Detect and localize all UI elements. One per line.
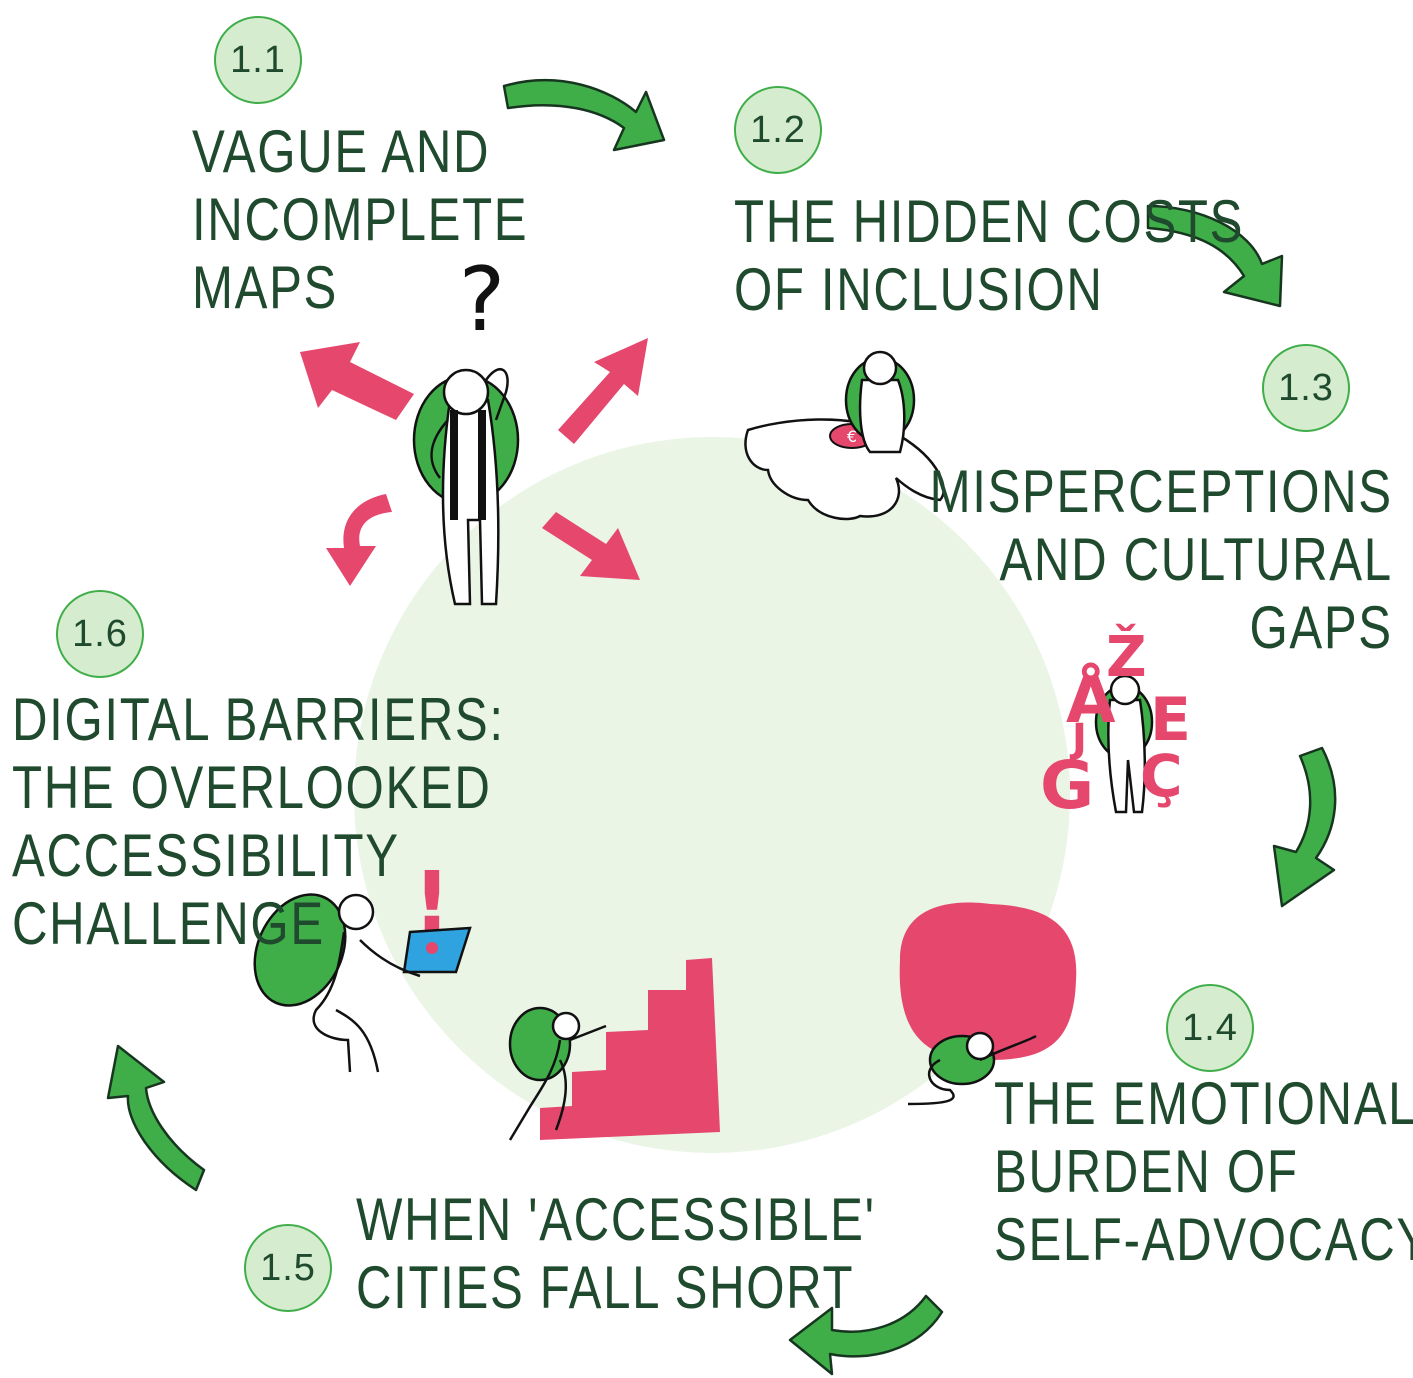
step-label-line: THE EMOTIONAL	[994, 1070, 1413, 1137]
step-label-1-5: WHEN 'ACCESSIBLE' CITIES FALL SHORT	[356, 1186, 876, 1322]
step-label-line: THE HIDDEN COSTS	[734, 188, 1245, 255]
step-label-line: INCOMPLETE	[192, 186, 529, 253]
letter-a-ring: Å	[1066, 662, 1116, 738]
step-label-1-2: THE HIDDEN COSTS OF INCLUSION	[734, 188, 1244, 324]
cycle-arrow-3-to-4	[1272, 746, 1337, 908]
laptop-user-icon: !	[253, 855, 472, 1073]
step-label-line: OF INCLUSION	[734, 256, 1104, 323]
step-label-line: AND CULTURAL	[999, 526, 1393, 593]
step-badge-1-5: 1.5	[244, 1224, 332, 1312]
letter-z-caron: Ž	[1106, 624, 1147, 690]
step-label-line: WHEN 'ACCESSIBLE'	[356, 1186, 876, 1253]
step-badge-1-4: 1.4	[1166, 984, 1254, 1072]
step-badge-1-6: 1.6	[56, 590, 144, 678]
letter-j: J	[1069, 716, 1087, 762]
step-badge-1-1: 1.1	[214, 16, 302, 104]
question-mark-glyph: ?	[459, 248, 506, 351]
step-label-line: ACCESSIBILITY	[12, 822, 400, 889]
confused-person-icon: ?	[300, 248, 648, 606]
hand-with-coin-icon: €	[744, 350, 945, 521]
step-label-line: CHALLENGE	[12, 890, 325, 957]
step-label-1-4: THE EMOTIONAL BURDEN OF SELF-ADVOCACY	[994, 1070, 1413, 1274]
step-label-line: GAPS	[1249, 594, 1393, 661]
pink-direction-arrows	[300, 338, 648, 586]
cycle-arrow-2-to-3	[1146, 204, 1284, 308]
cycle-arrow-5-to-6	[106, 1044, 206, 1192]
step-label-line: THE OVERLOOKED	[12, 754, 492, 821]
euro-glyph: €	[847, 427, 857, 446]
step-label-1-3: MISPERCEPTIONS AND CULTURAL GAPS	[930, 458, 1393, 662]
step-label-line: DIGITAL BARRIERS:	[12, 686, 505, 753]
step-label-1-1: VAGUE AND INCOMPLETE MAPS	[192, 118, 528, 322]
center-circle	[354, 437, 1070, 1153]
letter-g: G	[1040, 747, 1094, 824]
step-label-line: VAGUE AND	[192, 118, 491, 185]
letters-confusion-icon: Å Ž E G Ç J	[1040, 624, 1191, 824]
step-label-line: SELF-ADVOCACY	[994, 1206, 1413, 1273]
letter-e: E	[1150, 685, 1191, 755]
stairs-climber-icon	[508, 958, 720, 1141]
cycle-arrow-4-to-5	[788, 1294, 944, 1376]
letter-c-cedilla: Ç	[1140, 742, 1183, 810]
step-label-line: MISPERCEPTIONS	[929, 458, 1393, 525]
step-label-line: BURDEN OF	[994, 1138, 1299, 1205]
step-label-line: MAPS	[192, 254, 338, 321]
step-badge-1-3: 1.3	[1262, 344, 1350, 432]
boulder-carrier-icon	[899, 902, 1077, 1106]
step-badge-1-2: 1.2	[734, 86, 822, 174]
cycle-arrow-1-to-2	[502, 79, 666, 152]
step-label-1-6: DIGITAL BARRIERS: THE OVERLOOKED ACCESSI…	[12, 686, 505, 958]
step-label-line: CITIES FALL SHORT	[356, 1254, 855, 1321]
